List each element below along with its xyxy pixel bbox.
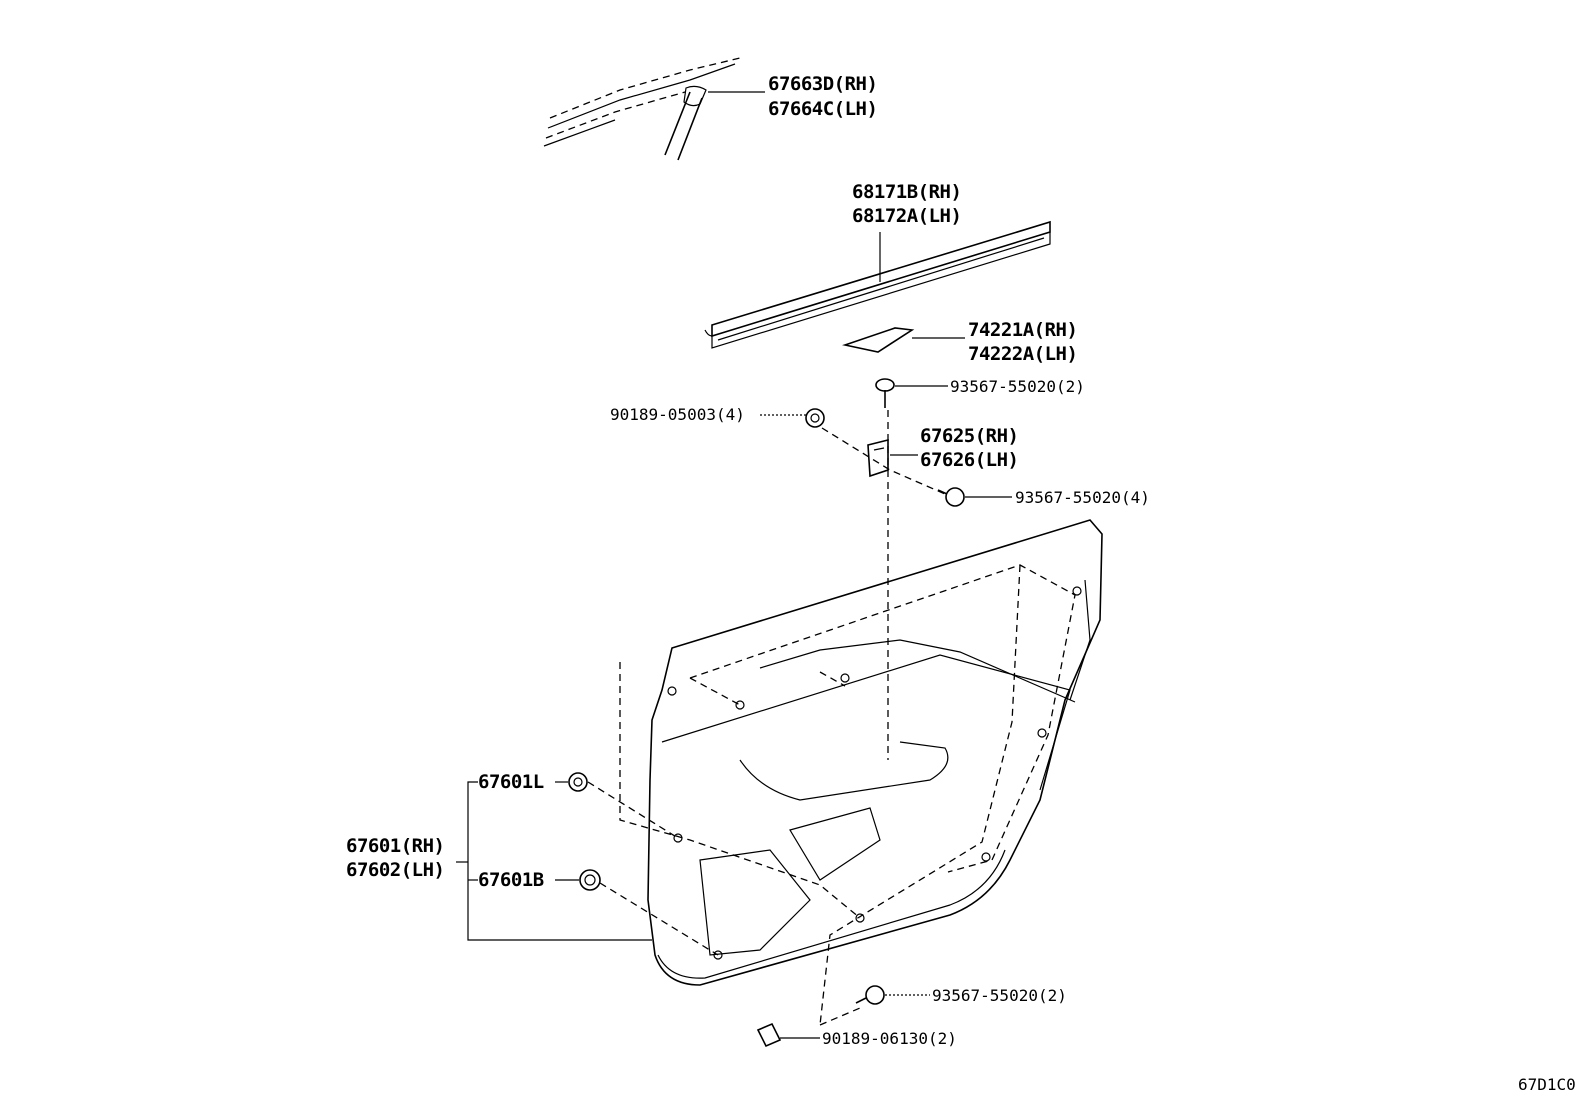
- part-number-label: 67601B: [478, 869, 544, 891]
- clip-part: [805, 408, 825, 428]
- part-number-label: 67663D(RH): [768, 73, 877, 95]
- assembly-line: [599, 882, 719, 956]
- part-number-label: 68171B(RH): [852, 181, 961, 203]
- diagram-code: 67D1C0: [1518, 1075, 1576, 1094]
- door-weatherstrip-part: [543, 57, 741, 161]
- part-number-label: 68172A(LH): [852, 205, 961, 227]
- part-number-label: 93567-55020(4): [1015, 488, 1150, 507]
- clip-part-67601l: [568, 772, 588, 792]
- assembly-line: [819, 1007, 861, 1026]
- part-number-label: 93567-55020(2): [932, 986, 1067, 1005]
- assembly-line: [821, 427, 946, 495]
- assembly-line: [587, 781, 679, 839]
- screw-part: [875, 378, 895, 408]
- part-number-label: 67601L: [478, 771, 544, 793]
- door-trim-panel: [619, 519, 1103, 1026]
- part-number-label: 67625(RH): [920, 425, 1018, 447]
- part-number-label: 67626(LH): [920, 449, 1018, 471]
- screw-part: [937, 487, 965, 507]
- belt-moulding-part: [704, 220, 1051, 349]
- bracket-part: [867, 438, 889, 478]
- clip-part: [756, 1022, 782, 1048]
- pad-part: [841, 327, 915, 353]
- group-bracket: [467, 781, 652, 941]
- part-number-label: 74221A(RH): [968, 319, 1077, 341]
- part-number-label: 90189-05003(4): [610, 405, 745, 424]
- part-number-label: 67664C(LH): [768, 98, 877, 120]
- screw-part: [855, 985, 885, 1005]
- part-number-label: 93567-55020(2): [950, 377, 1085, 396]
- part-number-label: 67601(RH): [346, 835, 444, 857]
- clip-part-67601b: [579, 869, 601, 891]
- part-number-label: 74222A(LH): [968, 343, 1077, 365]
- part-number-label: 67602(LH): [346, 859, 444, 881]
- part-number-label: 90189-06130(2): [822, 1029, 957, 1048]
